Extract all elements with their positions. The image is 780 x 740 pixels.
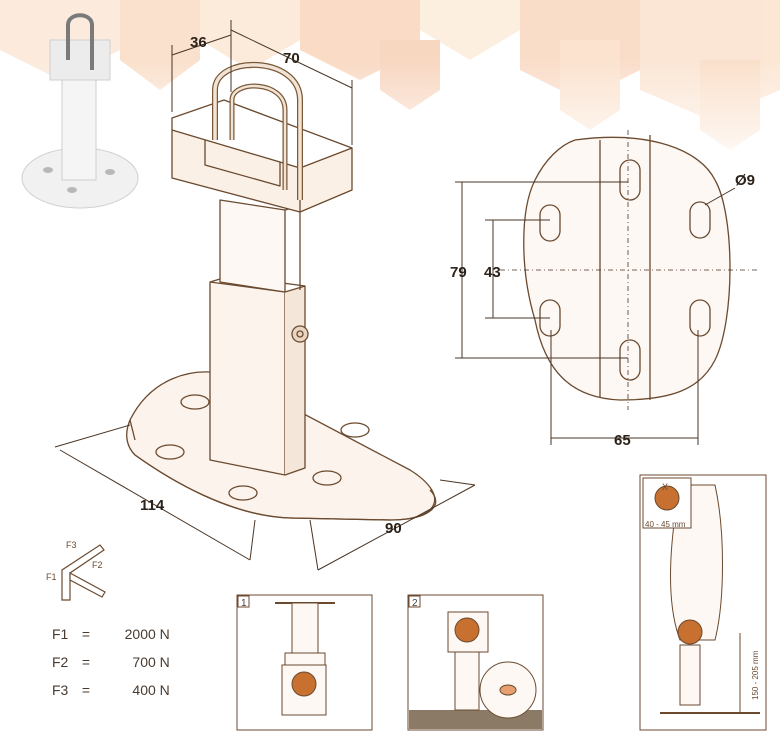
product-photo <box>21 13 139 209</box>
install-panel <box>639 474 767 731</box>
dim-bracket-depth: 36 <box>190 34 207 51</box>
upper-tube <box>219 199 286 293</box>
dim-hole-diameter: Ø9 <box>735 172 755 189</box>
plan-hole <box>619 339 641 381</box>
dim-base-length: 114 <box>140 497 165 514</box>
force-eq: = <box>81 654 91 670</box>
bracket <box>171 117 353 213</box>
clamp-range: 40 - 45 mm <box>645 520 686 529</box>
step-number: 1 <box>241 598 247 609</box>
force-label-f2: F2 <box>92 560 103 570</box>
height-range: 150 - 205 mm <box>751 650 760 700</box>
step-panel-2 <box>407 594 544 731</box>
force-label-f3: F3 <box>66 540 77 550</box>
dim-base-width: 90 <box>385 520 402 537</box>
dim-hole-vertical-inner: 43 <box>484 264 501 281</box>
force-row-f1: F1 = 2000 N <box>52 626 170 642</box>
force-value: 2000 N <box>124 626 170 642</box>
plan-hole <box>619 159 641 201</box>
force-value: 700 N <box>132 654 170 670</box>
force-eq: = <box>81 682 91 698</box>
lower-tube <box>209 281 286 476</box>
clamp-label: X <box>662 482 668 492</box>
force-label-f1: F1 <box>46 572 57 582</box>
step-number: 2 <box>412 598 418 609</box>
force-name: F1 <box>52 626 69 642</box>
plan-hole <box>689 299 711 337</box>
base-hole <box>312 470 342 486</box>
force-row-f3: F3 = 400 N <box>52 682 170 698</box>
base-hole <box>228 485 258 501</box>
force-eq: = <box>81 626 91 642</box>
plan-hole <box>689 201 711 239</box>
base-hole <box>180 394 210 410</box>
step-panel-1 <box>236 594 373 731</box>
force-name: F2 <box>52 654 69 670</box>
base-hole <box>340 422 370 438</box>
force-name: F3 <box>52 682 69 698</box>
force-diagram <box>61 544 106 601</box>
dim-hole-vertical-span: 79 <box>450 264 467 281</box>
plan-view-base <box>523 136 731 401</box>
dim-bracket-width: 70 <box>283 50 300 67</box>
adjust-screw <box>291 325 309 343</box>
plan-hole <box>539 204 561 242</box>
dim-hole-horizontal-span: 65 <box>614 432 631 449</box>
base-hole <box>155 444 185 460</box>
force-value: 400 N <box>132 682 170 698</box>
force-row-f2: F2 = 700 N <box>52 654 170 670</box>
